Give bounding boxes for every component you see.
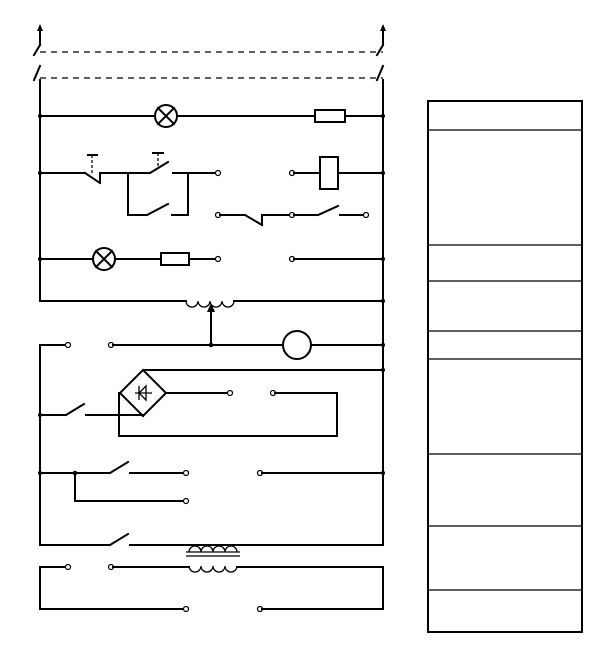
relay-contact-icon bbox=[243, 213, 264, 227]
row-rectifier bbox=[39, 368, 384, 437]
transformer-icon bbox=[186, 545, 240, 573]
stop-button-icon bbox=[83, 154, 102, 185]
rail-nodes bbox=[38, 114, 385, 475]
row-transformer bbox=[39, 532, 384, 613]
resistor-icon bbox=[314, 109, 346, 123]
row-control-start-stop bbox=[39, 152, 384, 227]
hold-contact-icon bbox=[145, 202, 170, 217]
row-lamp-1 bbox=[39, 104, 384, 128]
row-control-transformer bbox=[39, 300, 384, 346]
row-lamp-2 bbox=[39, 247, 384, 271]
control-transformer-icon bbox=[185, 300, 235, 346]
bridge-rectifier-icon bbox=[118, 368, 168, 418]
indicator-lamp-icon bbox=[154, 104, 178, 128]
start-button-icon bbox=[148, 152, 170, 175]
resistor-icon bbox=[160, 252, 190, 266]
main-switch-icon bbox=[32, 24, 386, 121]
indicator-lamp-icon bbox=[92, 247, 116, 271]
contactor-coil-icon bbox=[319, 156, 339, 190]
legend-table-frame bbox=[427, 100, 583, 633]
row-switch-branch bbox=[39, 460, 384, 505]
legend-table bbox=[427, 100, 583, 633]
row-motor bbox=[39, 300, 384, 546]
motor-icon bbox=[282, 330, 312, 360]
